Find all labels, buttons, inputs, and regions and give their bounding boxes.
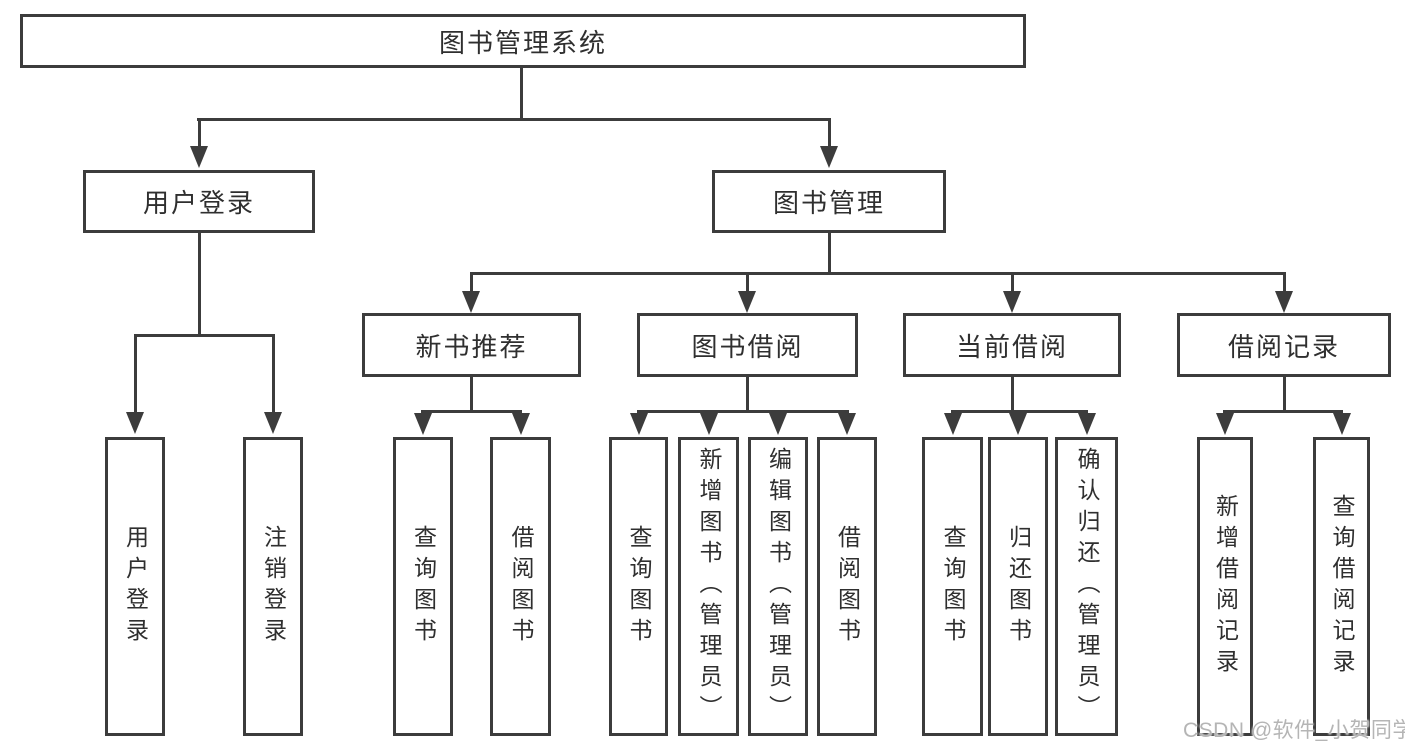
connector-line [197,118,831,121]
arrowhead-down-icon [190,146,208,168]
node-book-management: 图书管理 [712,170,946,233]
arrowhead-down-icon [944,413,962,435]
arrowhead-down-icon [1333,413,1351,435]
leaf-label: 用户登录 [122,524,149,649]
arrowhead-down-icon [126,412,144,434]
connector-line [1283,375,1286,412]
arrowhead-down-icon [700,413,718,435]
leaf-label: 新增借阅记录 [1212,493,1239,680]
node-book-management-label: 图书管理 [772,188,885,218]
node-book-borrowing-label: 图书借阅 [691,331,804,362]
leaf-borrow-books: 借阅图书 [817,437,877,736]
node-root-label: 图书管理系统 [438,27,607,58]
leaf-confirm-return-admin: 确认归还（管理员） [1055,437,1118,736]
arrowhead-down-icon [838,413,856,435]
leaf-borrow-books-recommend: 借阅图书 [490,437,551,736]
arrowhead-down-icon [1009,413,1027,435]
node-new-book-recommend-label: 新书推荐 [415,331,528,362]
leaf-label: 查询借阅记录 [1329,493,1355,680]
leaf-label: 借阅图书 [508,524,534,649]
connector-line [134,334,137,412]
leaf-add-book-admin: 新增图书（管理员） [678,437,739,736]
leaf-label: 编辑图书（管理员） [765,447,792,726]
arrowhead-down-icon [512,413,530,435]
node-borrowing-records-label: 借阅记录 [1227,331,1340,362]
node-book-borrowing: 图书借阅 [637,313,858,377]
connector-line [1011,272,1014,292]
leaf-query-borrow-record: 查询借阅记录 [1313,437,1370,736]
connector-line [470,272,1286,275]
node-current-borrowing-label: 当前借阅 [955,331,1068,362]
leaf-add-borrow-record: 新增借阅记录 [1197,437,1253,736]
node-new-book-recommend: 新书推荐 [362,313,581,377]
connector-line [272,334,275,412]
leaf-label: 查询图书 [626,524,652,649]
leaf-query-books-borrowing: 查询图书 [609,437,668,736]
connector-line [198,232,201,336]
connector-line [951,410,1088,413]
connector-line [746,272,749,292]
arrowhead-down-icon [1003,291,1021,313]
arrowhead-down-icon [1275,291,1293,313]
connector-line [198,118,201,148]
connector-line [134,334,275,337]
leaf-label: 查询图书 [940,524,966,649]
connector-line [470,375,473,412]
leaf-label: 注销登录 [260,524,287,649]
arrowhead-down-icon [630,413,648,435]
arrowhead-down-icon [1078,413,1096,435]
node-user-login: 用户登录 [83,170,315,233]
connector-line [828,118,831,148]
node-current-borrowing: 当前借阅 [903,313,1121,377]
node-borrowing-records: 借阅记录 [1177,313,1391,377]
connector-line [828,232,831,274]
leaf-return-book: 归还图书 [988,437,1048,736]
leaf-user-login: 用户登录 [105,437,165,736]
connector-line [1223,410,1343,413]
node-root-library-system: 图书管理系统 [20,14,1026,68]
connector-line [470,272,473,292]
leaf-query-books-recommend: 查询图书 [393,437,453,736]
connector-line [637,410,849,413]
leaf-label: 查询图书 [410,524,437,649]
arrowhead-down-icon [264,412,282,434]
leaf-label: 新增图书（管理员） [696,447,722,726]
leaf-label: 确认归还（管理员） [1074,447,1100,726]
arrowhead-down-icon [414,413,432,435]
connector-line [421,410,522,413]
leaf-query-books-current: 查询图书 [922,437,983,736]
arrowhead-down-icon [462,291,480,313]
connector-line [1011,375,1014,412]
arrowhead-down-icon [738,291,756,313]
arrowhead-down-icon [820,146,838,168]
leaf-edit-book-admin: 编辑图书（管理员） [748,437,808,736]
connector-line [1283,272,1286,292]
arrowhead-down-icon [1216,413,1234,435]
arrowhead-down-icon [769,413,787,435]
node-user-login-label: 用户登录 [142,188,255,218]
connector-line [520,67,523,119]
leaf-label: 借阅图书 [834,524,861,649]
leaf-logout: 注销登录 [243,437,303,736]
connector-line [746,375,749,412]
csdn-watermark: CSDN @软件_小贺同学 [1183,719,1405,742]
leaf-label: 归还图书 [1005,524,1032,649]
